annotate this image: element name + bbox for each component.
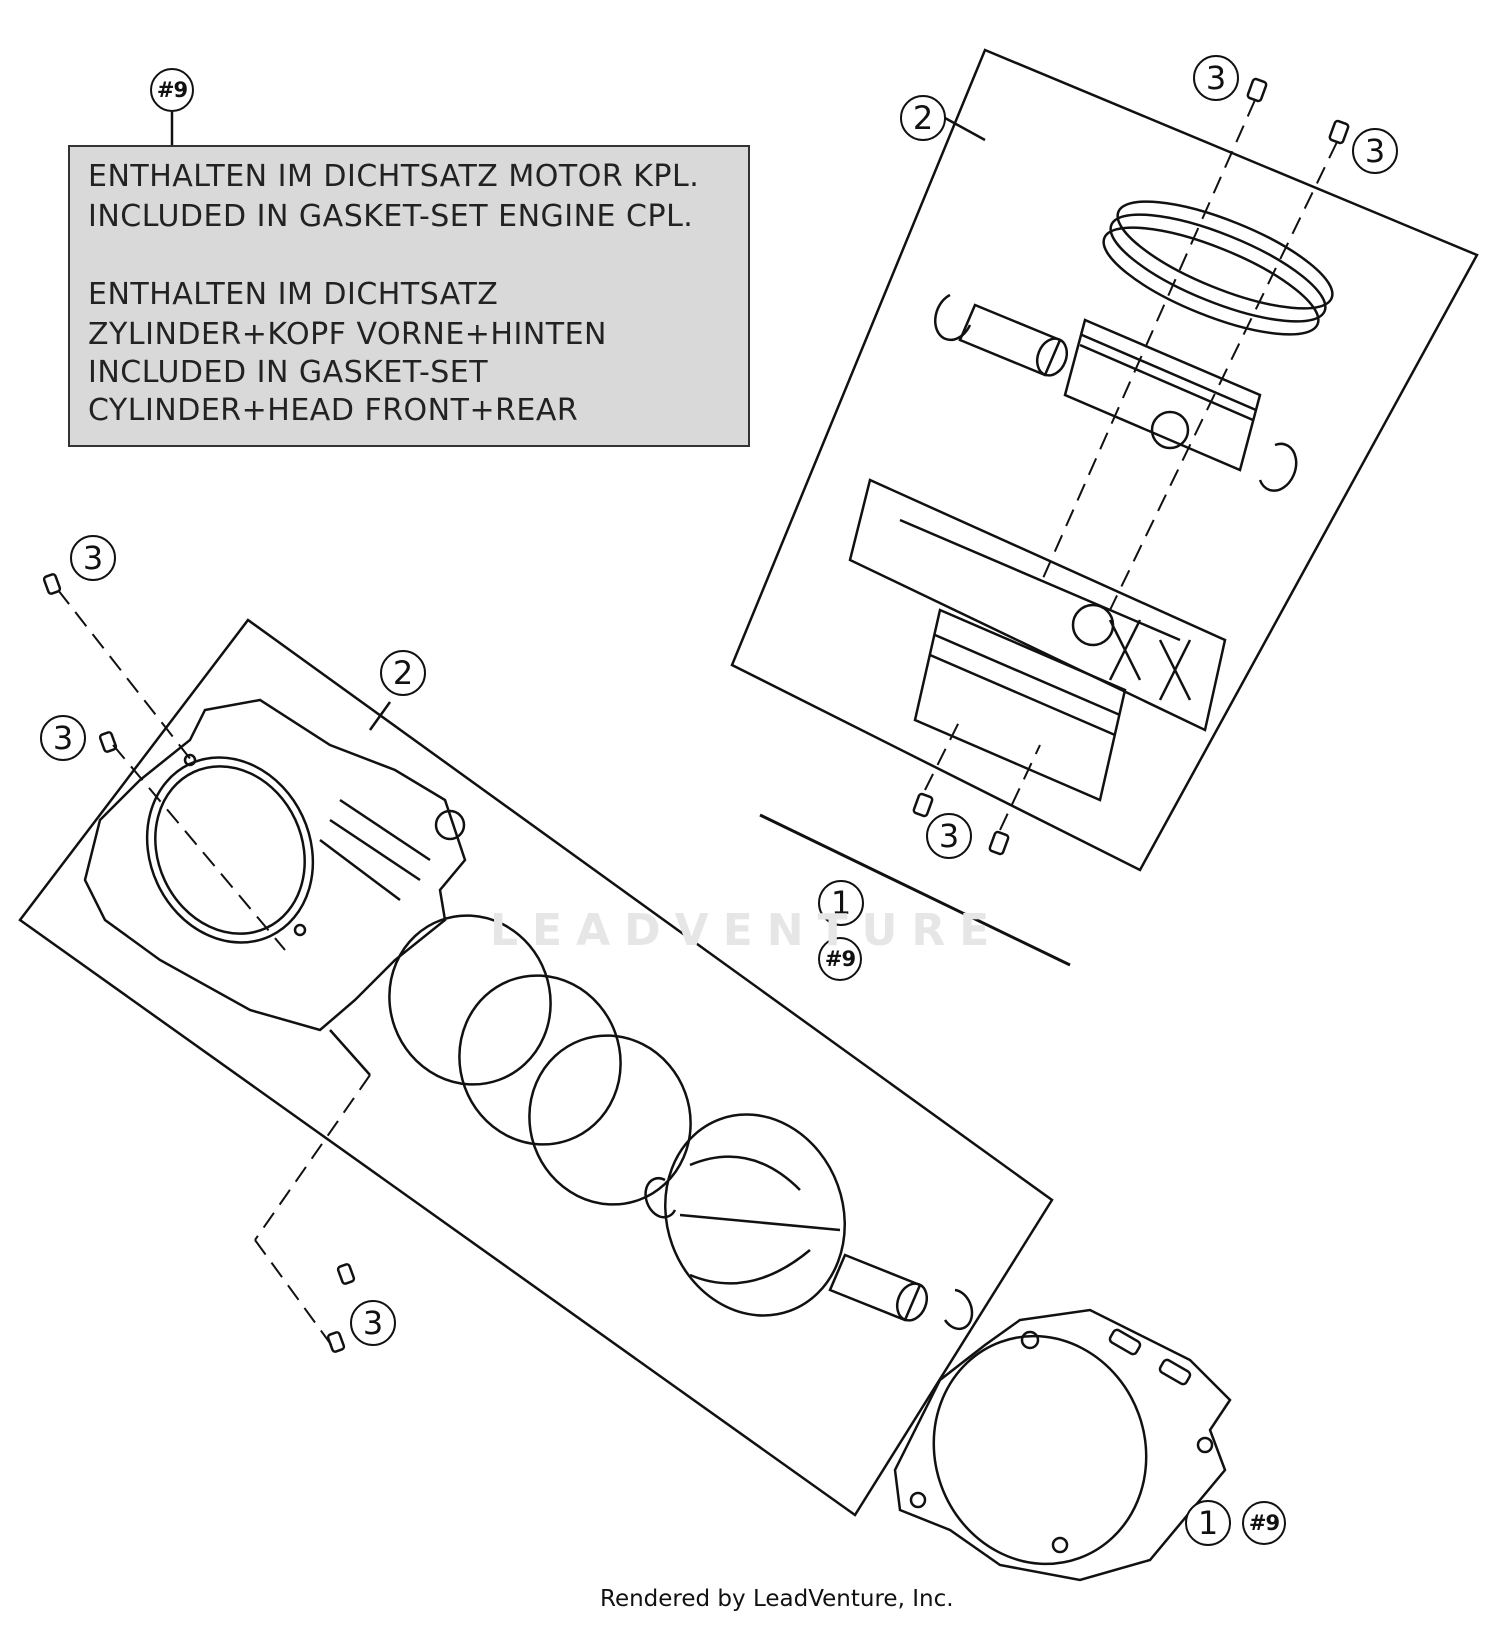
upper-circlip-left (934, 293, 972, 342)
upper-dowel-a (1246, 77, 1268, 103)
lower-dowel-c (336, 1263, 356, 1285)
upper-dowel-callout-3-top[interactable]: 3 (1193, 55, 1239, 101)
note-line-5: INCLUDED IN GASKET-SET (88, 355, 489, 390)
render-credit: Rendered by LeadVenture, Inc. (600, 1586, 954, 1612)
lower-piston (663, 1113, 847, 1317)
upper-piston-pin (958, 303, 1069, 377)
lower-dowel-a (42, 573, 62, 595)
upper-cylinder (848, 478, 1227, 802)
upper-dowel-d (988, 830, 1010, 856)
upper-piston-rings (1102, 200, 1334, 336)
note-line-6: CYLINDER+HEAD FRONT+REAR (88, 393, 579, 428)
watermark: LEADVENTURE (490, 905, 1004, 956)
note-line-1: ENTHALTEN IM DICHTSATZ MOTOR KPL. (88, 159, 700, 194)
upper-group-callout-2[interactable]: 2 (900, 95, 946, 141)
upper-group-frame (730, 48, 1479, 872)
note-line-3: ENTHALTEN IM DICHTSATZ (88, 277, 499, 312)
lower-dowel-callout-3-a[interactable]: 3 (70, 535, 116, 581)
upper-dowel-b (1328, 119, 1350, 145)
lower-gasket-callout-1[interactable]: 1 (1185, 1500, 1231, 1546)
upper-dowel-callout-3-right[interactable]: 3 (1352, 128, 1398, 174)
lower-group-callout-2[interactable]: 2 (380, 650, 426, 696)
lower-group-frame (18, 618, 1054, 1517)
upper-dowel-callout-3-bottom[interactable]: 3 (926, 813, 972, 859)
upper-gasket-callout-1[interactable]: 1 (818, 880, 864, 926)
lower-dowel-callout-3-c[interactable]: 3 (350, 1300, 396, 1346)
lower-base-gasket (893, 1308, 1232, 1582)
note-reference-callout: #9 (150, 68, 194, 112)
lower-circlip-left (644, 1177, 677, 1219)
lower-group-leader (368, 701, 392, 731)
lower-circlip-right (943, 1288, 974, 1331)
gasket-set-note: ENTHALTEN IM DICHTSATZ MOTOR KPL. INCLUD… (68, 145, 750, 447)
note-line-4: ZYLINDER+KOPF VORNE+HINTEN (88, 317, 608, 352)
upper-circlip-right (1258, 442, 1298, 492)
upper-dowel-c (912, 792, 934, 818)
lower-piston-rings (388, 914, 692, 1206)
lower-piston-pin (828, 1253, 929, 1322)
lower-gasket-callout-ref[interactable]: #9 (1242, 1501, 1286, 1545)
upper-group-leader (944, 116, 986, 142)
lower-dowel-callout-3-b[interactable]: 3 (40, 715, 86, 761)
note-line-2: INCLUDED IN GASKET-SET ENGINE CPL. (88, 199, 694, 234)
upper-piston (1063, 318, 1262, 472)
lower-dowel-b (98, 731, 118, 753)
upper-gasket-callout-ref[interactable]: #9 (818, 937, 862, 981)
lower-cylinder (83, 698, 467, 1032)
lower-dowel-d (326, 1331, 346, 1353)
